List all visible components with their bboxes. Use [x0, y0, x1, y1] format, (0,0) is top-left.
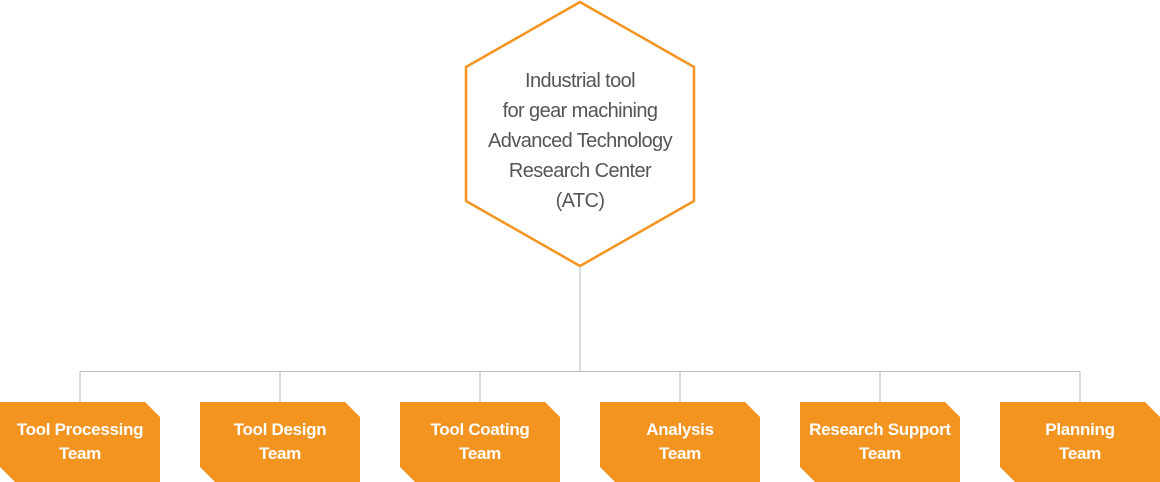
root-line: Advanced Technology [488, 130, 673, 152]
team-label-line2: Team [59, 444, 101, 463]
root-line: Research Center [508, 160, 652, 182]
root-node-label: Industrial tool for gear machining Advan… [465, 66, 695, 216]
team-label-line2: Team [859, 444, 901, 463]
team-node-planning: Planning Team [1000, 402, 1160, 482]
team-label-line2: Team [259, 444, 301, 463]
team-label-line2: Team [1059, 444, 1101, 463]
team-label-line1: Planning [1045, 420, 1115, 439]
team-label-line1: Tool Design [233, 420, 327, 439]
root-line: Industrial tool [525, 70, 636, 92]
team-node-analysis: Analysis Team [600, 402, 760, 482]
root-hexagon [464, 0, 696, 268]
team-label-line2: Team [659, 444, 701, 463]
root-line: for gear machining [502, 100, 658, 122]
root-line: (ATC) [555, 190, 605, 212]
team-node-tool-processing: Tool Processing Team [0, 402, 160, 482]
team-node-research-support: Research Support Team [800, 402, 960, 482]
team-label-line1: Research Support [809, 420, 951, 439]
team-node-tool-design: Tool Design Team [200, 402, 360, 482]
team-label-line2: Team [459, 444, 501, 463]
team-node-tool-coating: Tool Coating Team [400, 402, 560, 482]
team-label-line1: Analysis [646, 420, 714, 439]
team-label-line1: Tool Coating [430, 420, 530, 439]
team-label-line1: Tool Processing [16, 420, 144, 439]
